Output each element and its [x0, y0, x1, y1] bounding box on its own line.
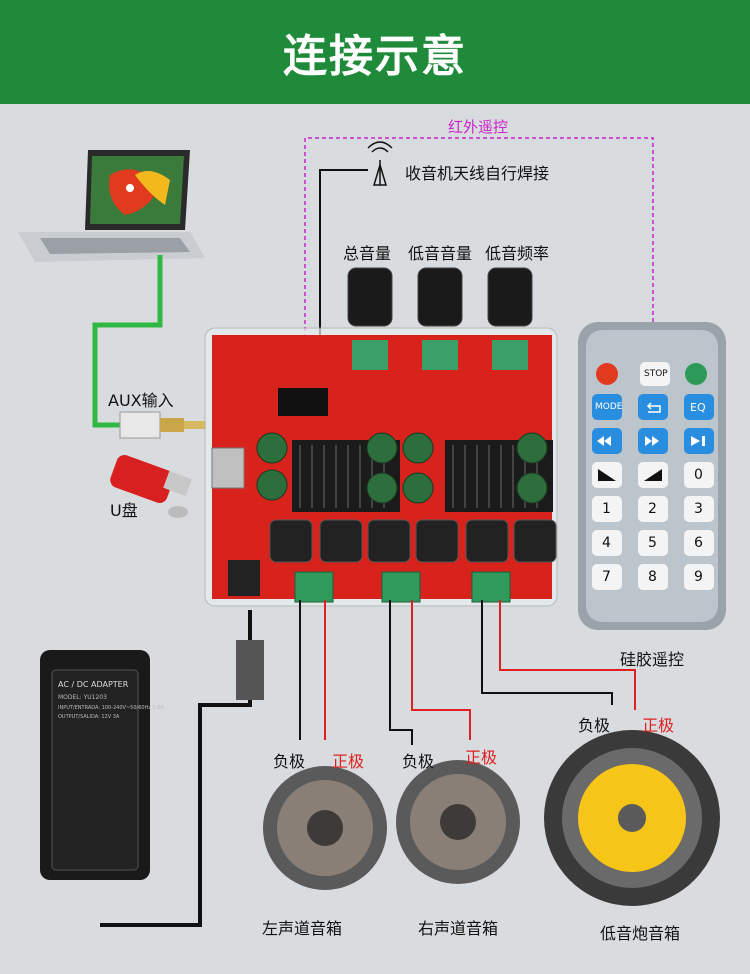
remote-2-button: 2 — [648, 501, 657, 517]
remote-mode-button: MODE — [595, 402, 623, 412]
aux-cable — [92, 255, 163, 428]
sub-pos-label: 正极 — [642, 716, 675, 735]
speaker-sub — [544, 730, 720, 906]
antenna-wire — [319, 169, 368, 345]
laptop — [18, 150, 205, 262]
speaker-left — [263, 766, 387, 890]
adapter-model: MODEL: YU1203 — [58, 694, 107, 701]
remote-stop-button: STOP — [644, 369, 668, 379]
knobs — [347, 267, 533, 327]
remote-9-button: 9 — [694, 569, 703, 585]
master-volume-label: 总音量 — [343, 244, 392, 263]
adapter-input: INPUT/ENTRADA: 100-240V~50/60Hz 1.0A — [58, 705, 164, 711]
bass-freq-label: 低音频率 — [485, 244, 550, 263]
power-adapter — [40, 650, 150, 880]
usb-drive — [110, 455, 192, 518]
remote-eq-button: EQ — [690, 401, 706, 414]
infrared-line — [304, 137, 654, 345]
adapter-title: AC / DC ADAPTER — [58, 680, 129, 689]
remote-6-button: 6 — [694, 535, 703, 551]
left-neg-label: 负极 — [273, 752, 306, 771]
remote-control — [578, 322, 726, 630]
speaker-right — [396, 760, 520, 884]
remote-label: 硅胶遥控 — [620, 650, 685, 669]
remote-8-button: 8 — [648, 569, 657, 585]
right-speaker-label: 右声道音箱 — [418, 919, 499, 938]
remote-5-button: 5 — [648, 535, 657, 551]
bass-volume-label: 低音音量 — [408, 244, 473, 263]
adapter-output: OUTPUT/SALIDA: 12V 3A — [58, 714, 120, 720]
sub-neg-label: 负极 — [578, 716, 611, 735]
aux-jack — [119, 411, 206, 439]
right-neg-label: 负极 — [402, 752, 435, 771]
left-speaker-label: 左声道音箱 — [262, 919, 343, 938]
usb-label: U盘 — [110, 501, 138, 520]
left-pos-label: 正极 — [332, 752, 365, 771]
dc-plug — [236, 640, 264, 700]
remote-1-button: 1 — [602, 501, 611, 517]
remote-0-button: 0 — [694, 467, 703, 483]
sub-speaker-label: 低音炮音箱 — [600, 924, 681, 943]
amplifier-board — [204, 327, 558, 607]
remote-4-button: 4 — [602, 535, 611, 551]
infrared-label: 红外遥控 — [448, 118, 509, 136]
right-pos-label: 正极 — [465, 748, 498, 767]
aux-label: AUX输入 — [108, 391, 174, 410]
antenna-icon — [367, 141, 393, 186]
page-title: 连接示意 — [0, 0, 750, 104]
antenna-label: 收音机天线自行焊接 — [405, 164, 550, 183]
remote-3-button: 3 — [694, 501, 703, 517]
remote-7-button: 7 — [602, 569, 611, 585]
